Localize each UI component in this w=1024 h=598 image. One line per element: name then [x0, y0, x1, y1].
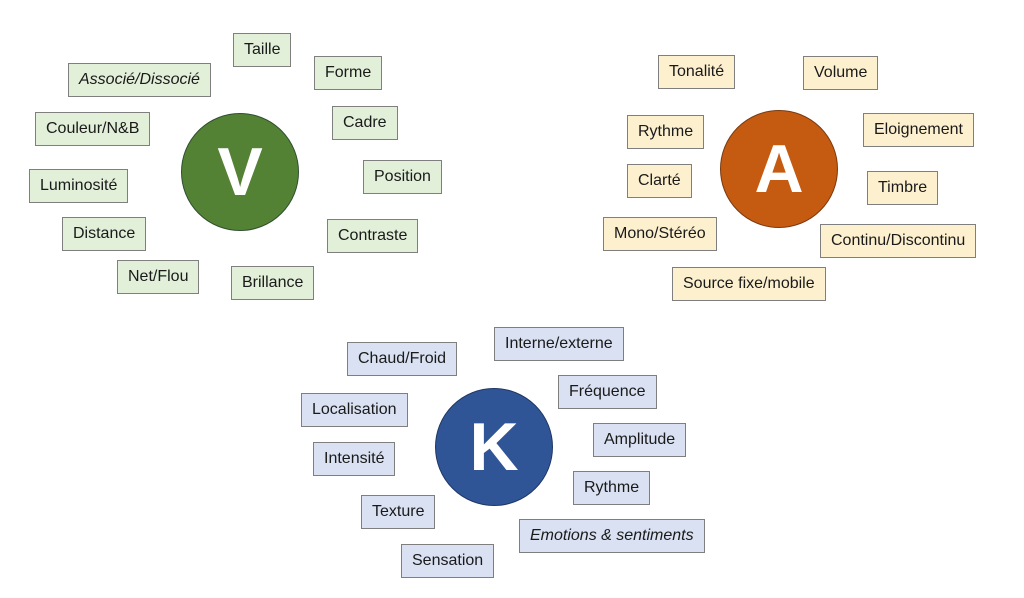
kinesthetic-item-localisation: Localisation	[301, 393, 408, 427]
visual-item-brillance: Brillance	[231, 266, 315, 300]
kinesthetic-item-emotions-sentiments: Emotions & sentiments	[519, 519, 705, 553]
auditory-item-volume: Volume	[803, 56, 879, 90]
kinesthetic-circle: K	[435, 388, 553, 506]
kinesthetic-item-frequence: Fréquence	[558, 375, 657, 409]
auditory-item-source-fixe-mobile: Source fixe/mobile	[672, 267, 826, 301]
visual-item-couleur-nb: Couleur/N&B	[35, 112, 151, 146]
visual-item-taille: Taille	[233, 33, 292, 67]
auditory-letter: A	[754, 131, 804, 207]
visual-item-net-flou: Net/Flou	[117, 260, 200, 294]
visual-item-forme: Forme	[314, 56, 383, 90]
kinesthetic-item-texture: Texture	[361, 495, 436, 529]
kinesthetic-item-interne-externe: Interne/externe	[494, 327, 624, 361]
visual-circle: V	[181, 113, 299, 231]
kinesthetic-item-sensation: Sensation	[401, 544, 495, 578]
visual-item-contraste: Contraste	[327, 219, 419, 253]
kinesthetic-item-amplitude: Amplitude	[593, 423, 687, 457]
visual-letter: V	[217, 134, 263, 210]
visual-item-associe-dissocie: Associé/Dissocié	[68, 63, 211, 97]
kinesthetic-item-intensite: Intensité	[313, 442, 396, 476]
auditory-item-mono-stereo: Mono/Stéréo	[603, 217, 717, 251]
auditory-item-tonalite: Tonalité	[658, 55, 736, 89]
auditory-item-clarte: Clarté	[627, 164, 692, 198]
visual-item-luminosite: Luminosité	[29, 169, 129, 203]
auditory-item-rythme: Rythme	[627, 115, 705, 149]
auditory-item-eloignement: Eloignement	[863, 113, 974, 147]
visual-item-distance: Distance	[62, 217, 147, 251]
auditory-circle: A	[720, 110, 838, 228]
visual-item-cadre: Cadre	[332, 106, 398, 140]
kinesthetic-letter: K	[469, 409, 519, 485]
kinesthetic-item-rythme: Rythme	[573, 471, 651, 505]
auditory-item-continu-discontinu: Continu/Discontinu	[820, 224, 977, 258]
kinesthetic-item-chaud-froid: Chaud/Froid	[347, 342, 458, 376]
visual-item-position: Position	[363, 160, 442, 194]
auditory-item-timbre: Timbre	[867, 171, 939, 205]
